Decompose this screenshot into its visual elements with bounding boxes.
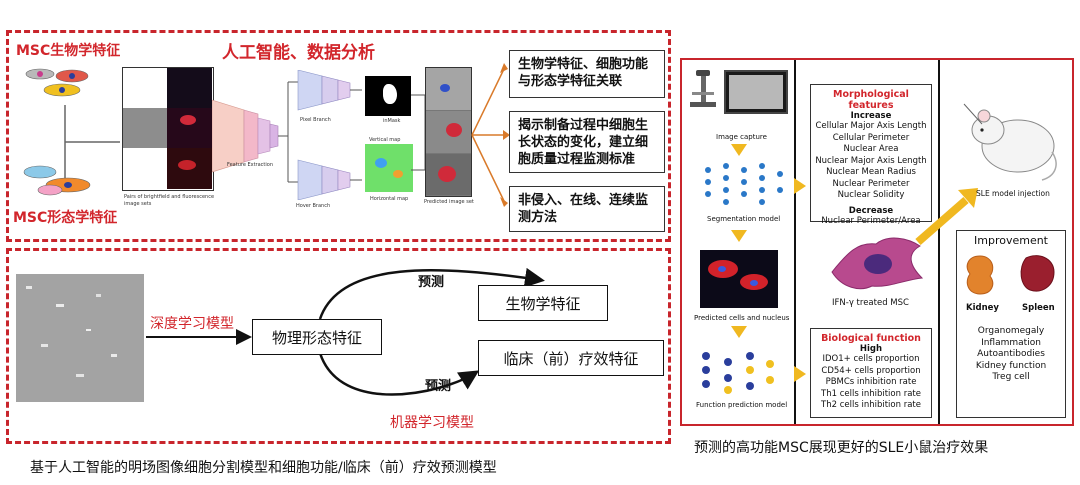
morph-item: Cellular Major Axis Length [815, 121, 927, 131]
msc-cell-illustrations [23, 68, 120, 196]
function-model-label: Function prediction model [696, 401, 788, 409]
image-pairs-caption: Pairs of brightfield and fluorescence im… [124, 194, 215, 207]
mouse-icon [963, 103, 1057, 181]
sle-injection-label: SLE model injection [976, 189, 1050, 198]
feature-extraction-label: Feature Extraction [227, 162, 274, 168]
improve-list: Organomegaly Inflammation Autoantibodies… [958, 326, 1064, 384]
spleen-label: Spleen [1022, 303, 1055, 313]
increase-label: Increase [850, 111, 892, 121]
kidney-label: Kidney [966, 303, 999, 313]
improve-item: Organomegaly [977, 326, 1045, 336]
high-label: High [859, 344, 883, 354]
fan-out-arrows [471, 63, 510, 207]
brightfield-image [16, 274, 144, 402]
morph-item: Nuclear Perimeter [832, 178, 910, 189]
bio-item: Th2 cells inhibition rate [821, 400, 921, 410]
clinical-feature-box: 临床（前）疗效特征 [478, 340, 664, 376]
morph-features-box: Morphological features Increase Cellular… [810, 84, 932, 226]
bio-item: PBMCs inhibition rate [825, 377, 917, 387]
right-panel [680, 58, 1074, 426]
morph-item: Nuclear Area [843, 144, 899, 154]
improve-item: Inflammation [981, 337, 1041, 348]
segmentation-model-label: Segmentation model [707, 215, 781, 223]
image-pairs-grid [122, 67, 214, 191]
machine-learning-label: 机器学习模型 [390, 415, 474, 431]
image-capture-label: Image capture [716, 133, 767, 141]
network-architecture [212, 70, 362, 200]
diagonal-arrow [915, 188, 978, 246]
msc-morph-label: MSC形态学特征 [13, 210, 118, 226]
morph-title: Morphological features [833, 89, 909, 111]
hover-branch-label: Hover Branch [296, 203, 331, 209]
microscope-icon [690, 70, 716, 107]
horizontal-map-label: Horizontal map [370, 196, 409, 202]
ml-model-panel [6, 248, 671, 444]
msc-cell-icon [831, 237, 924, 290]
result-box-3: 非侵入、在线、连续监测方法 [509, 186, 665, 232]
morph-item: Cellular Perimeter [832, 132, 910, 143]
bio-feature-box: 生物学特征 [478, 285, 608, 321]
arrow-right-1 [794, 178, 806, 194]
predict-bottom-label: 预测 [425, 379, 452, 394]
predicted-cells-label: Predicted cells and nucleus [694, 314, 790, 322]
improve-item: Treg cell [992, 372, 1030, 382]
predict-top-label: 预测 [418, 275, 445, 290]
improve-item: Kidney function [975, 360, 1047, 371]
morph-item: Nuclear Mean Radius [826, 167, 916, 177]
msc-bio-label: MSC生物学特征 [16, 43, 121, 59]
vertical-map-label: Vertical map [369, 137, 401, 143]
left-caption: 基于人工智能的明场图像细胞分割模型和细胞功能/临床（前）疗效预测模型 [30, 460, 497, 476]
predicted-image-set [425, 67, 472, 197]
arrow-right-2 [794, 366, 806, 382]
predicted-cells-image [700, 250, 778, 308]
monitor-image [724, 70, 788, 114]
bio-item: IDO1+ cells proportion [822, 354, 920, 364]
ai-title: 人工智能、数据分析 [222, 43, 375, 63]
improve-item: Autoantibodies [977, 349, 1045, 359]
kidney-icon [966, 255, 994, 295]
spleen-icon [1020, 255, 1055, 292]
arrow-down-2 [731, 230, 747, 242]
morph-item: Nuclear Major Axis Length [815, 155, 927, 166]
inmask-label: inMask [383, 118, 401, 124]
inmask-image [365, 76, 411, 116]
decrease-label: Decrease [848, 205, 894, 216]
bio-title: Biological function [821, 333, 921, 344]
predicted-set-label: Predicted image set [424, 199, 474, 205]
result-box-2: 揭示制备过程中细胞生长状态的变化，建立细胞质量过程监测标准 [509, 111, 665, 173]
ifn-label: IFN-γ treated MSC [832, 298, 909, 308]
decrease-item: Nuclear Perimeter/Area [821, 215, 921, 226]
segmentation-network [705, 163, 783, 205]
bio-item: CD54+ cells proportion [821, 365, 921, 376]
pixel-branch-label: Pixel Branch [300, 117, 331, 123]
improvement-title: Improvement [974, 234, 1048, 247]
right-caption: 预测的高功能MSC展现更好的SLE小鼠治疗效果 [694, 440, 989, 456]
physical-morph-box: 物理形态特征 [252, 319, 382, 355]
arrow-down-1 [731, 144, 747, 156]
function-network [702, 352, 774, 394]
ai-analysis-panel [6, 30, 671, 242]
flow-arrows [146, 267, 545, 396]
morph-item: Nuclear Solidity [837, 190, 905, 200]
bio-item: Th1 cells inhibition rate [821, 388, 921, 399]
bio-function-box: Biological function High IDO1+ cells pro… [810, 328, 932, 418]
deep-learning-label: 深度学习模型 [150, 316, 234, 332]
vertical-horizontal-maps [365, 144, 413, 192]
arrow-down-3 [731, 326, 747, 338]
improvement-box: Improvement [956, 230, 1066, 418]
result-box-1: 生物学特征、细胞功能与形态学特征关联 [509, 50, 665, 98]
